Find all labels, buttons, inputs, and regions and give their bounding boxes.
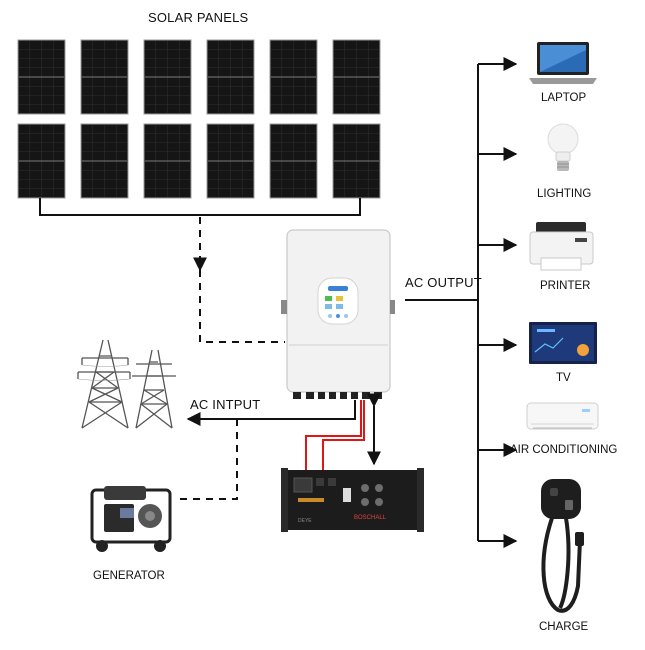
solar-panel	[332, 123, 381, 199]
solar-panel	[206, 123, 255, 199]
solar-panel	[206, 39, 255, 115]
generator-label: GENERATOR	[93, 570, 165, 582]
transmission-tower-icon	[77, 339, 131, 429]
solar-panel	[80, 39, 129, 115]
printer-icon	[529, 222, 594, 271]
battery-model: BOSCHALL	[354, 515, 387, 521]
ac-input-label: AC INTPUT	[190, 397, 261, 412]
laptop-icon	[529, 42, 597, 84]
solar-panel-array	[17, 39, 381, 199]
light-bulb-icon	[547, 123, 579, 171]
tv-icon	[529, 322, 597, 364]
panel-bus-line	[39, 198, 361, 216]
power-grid-towers	[77, 339, 176, 429]
load-label-charge: CHARGE	[539, 621, 589, 633]
ac-input-line	[186, 400, 356, 426]
battery-pack: DEYE BOSCHALL	[281, 468, 424, 532]
ac-output-label: AC OUTPUT	[405, 275, 482, 290]
solar-panel	[17, 39, 66, 115]
solar-panel	[17, 123, 66, 199]
battery-red-wire-2	[322, 400, 365, 470]
solar-panel	[332, 39, 381, 115]
solar-panel	[269, 123, 318, 199]
load-label-laptop: LAPTOP	[541, 92, 587, 104]
ev-charger-icon	[541, 479, 584, 613]
solar-panels-label: SOLAR PANELS	[148, 10, 249, 25]
transmission-tower-icon	[132, 349, 176, 429]
solar-panel	[80, 123, 129, 199]
battery-red-wire	[305, 400, 362, 470]
solar-panel	[269, 39, 318, 115]
generator-icon	[90, 486, 172, 552]
generator-dashed-line	[175, 419, 238, 500]
hybrid-inverter	[281, 229, 395, 399]
load-label-tv: TV	[556, 372, 571, 384]
battery-brand: DEYE	[298, 518, 312, 524]
pv-to-inverter-dashed-line	[199, 270, 285, 343]
load-label-air-conditioning: AIR CONDITIONING	[510, 444, 618, 456]
air-conditioner-icon	[526, 402, 599, 430]
solar-panel	[143, 39, 192, 115]
solar-panel	[143, 123, 192, 199]
load-label-lighting: LIGHTING	[537, 188, 592, 200]
load-label-printer: PRINTER	[540, 280, 591, 292]
load-arrows	[478, 57, 518, 548]
